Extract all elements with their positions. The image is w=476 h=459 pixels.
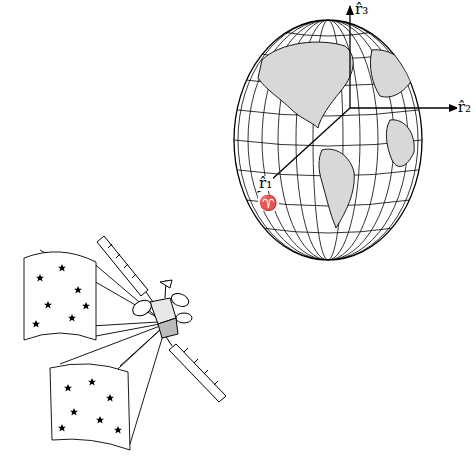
satellite	[97, 236, 226, 402]
star-tracker-fov	[24, 250, 164, 450]
coordinate-axes	[258, 6, 458, 192]
earth-globe	[234, 20, 422, 260]
axis-label: r̂₁	[258, 176, 273, 191]
axis-label: r̂₂	[457, 100, 472, 115]
axis-label: r̂₃	[354, 2, 369, 17]
stars	[32, 264, 122, 434]
vernal-equinox-symbol: ♈	[258, 196, 279, 211]
